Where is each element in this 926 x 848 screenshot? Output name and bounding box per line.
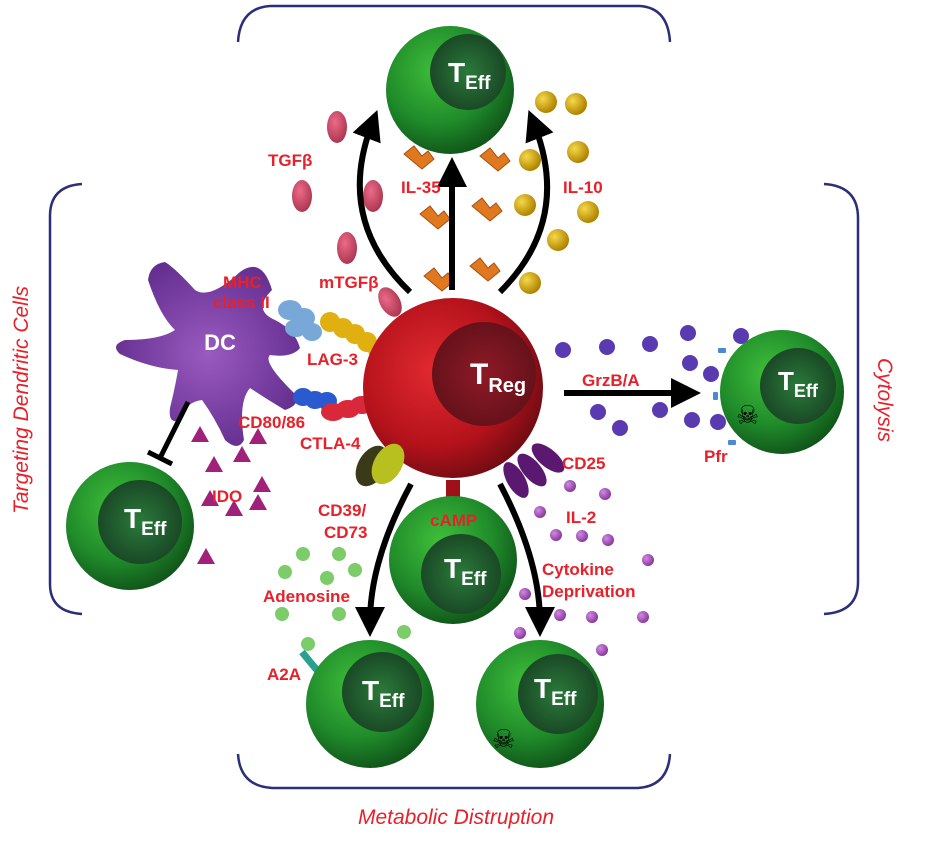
label-il2: IL-2 (566, 508, 596, 527)
arrow-cd39-cd73 (355, 482, 414, 637)
label-ctla4: CTLA-4 (300, 434, 361, 453)
ctla-4 (321, 396, 374, 421)
teff-cell-top: TEff (386, 26, 514, 154)
svg-text:TEff: TEff (778, 366, 819, 401)
svg-text:TEff: TEff (534, 673, 577, 710)
bracket-top (236, 4, 672, 43)
mhc-class-ii (278, 300, 322, 341)
teff-bottom-left-sub: Eff (379, 691, 405, 712)
arrow-il10 (497, 110, 554, 295)
teff-bottom-right-sub: Eff (551, 689, 577, 710)
teff-right-main: T (778, 366, 794, 396)
svg-text:TReg: TReg (470, 358, 526, 397)
dendritic-cell: DC (116, 262, 300, 446)
il2-molecules (514, 480, 654, 656)
perforin-pores (713, 348, 736, 445)
teff-center-main: T (444, 553, 461, 584)
cd39-cd73 (355, 443, 405, 487)
svg-text:TEff: TEff (124, 503, 167, 540)
label-cd80-86: CD80/86 (238, 413, 305, 432)
teff-left-main: T (124, 503, 141, 534)
label-il10: IL-10 (563, 178, 603, 197)
teff-center-sub: Eff (461, 569, 487, 590)
teff-cell-right: TEff ☠ (720, 330, 844, 454)
teff-cell-bottom-right: TEff ☠ (476, 640, 604, 768)
label-deprivation: Deprivation (542, 582, 636, 601)
teff-bottom-right-main: T (534, 673, 551, 704)
bracket-bottom (236, 753, 672, 790)
label-a2a: A2A (267, 665, 301, 684)
cd25-receptors (503, 443, 565, 498)
skull-crossbones-icon: ☠ (492, 724, 515, 754)
adenosine-molecules (275, 547, 411, 651)
section-label-bottom: Metabolic Distruption (358, 806, 554, 829)
bracket-left (48, 182, 83, 616)
section-label-right: Cytolysis (873, 358, 896, 443)
skull-crossbones-icon: ☠ (736, 400, 759, 430)
bracket-right (823, 182, 860, 616)
label-camp: cAMP (430, 511, 477, 530)
tgfb-molecules (292, 111, 402, 317)
treg-main: T (470, 358, 488, 391)
label-grzb: GrzB/A (582, 371, 640, 390)
label-mhc: MHC (223, 273, 262, 292)
teff-top-sub: Eff (465, 73, 491, 94)
treg-cell: TReg (363, 298, 543, 500)
label-cd25: CD25 (562, 454, 605, 473)
granzyme-molecules (555, 325, 749, 436)
label-cd73: CD73 (324, 523, 367, 542)
svg-text:TEff: TEff (448, 57, 491, 94)
label-pfr: Pfr (704, 447, 728, 466)
arrow-cytokine-deprivation (497, 482, 555, 637)
lag-3 (320, 312, 386, 359)
label-tgfb: TGFβ (268, 151, 312, 170)
il35-molecules (403, 145, 511, 292)
svg-text:TEff: TEff (362, 675, 405, 712)
ido-molecules (191, 426, 271, 564)
treg-sub: Reg (488, 375, 526, 397)
section-label-left: Targeting Dendritic Cells (10, 286, 33, 514)
teff-cell-center: TEff (389, 496, 517, 624)
arrow-tgfb (352, 110, 413, 295)
il10-molecules (514, 91, 599, 294)
teff-cell-left: TEff (66, 462, 194, 590)
label-il35: IL-35 (401, 178, 441, 197)
teff-top-main: T (448, 57, 465, 88)
teff-left-sub: Eff (141, 519, 167, 540)
teff-bottom-left-main: T (362, 675, 379, 706)
teff-right-sub: Eff (794, 381, 819, 401)
label-mtgfb: mTGFβ (319, 273, 378, 292)
label-cytokine: Cytokine (542, 560, 614, 579)
label-adenosine: Adenosine (263, 587, 350, 606)
label-lag3: LAG-3 (307, 350, 358, 369)
label-cd39: CD39/ (318, 501, 366, 520)
label-class-ii: class II (213, 293, 270, 312)
dc-label: DC (204, 330, 236, 355)
inhibit-line (146, 400, 191, 467)
label-ido: IDO (212, 487, 242, 506)
teff-cell-bottom-left: TEff (306, 640, 434, 768)
svg-text:TEff: TEff (444, 553, 487, 590)
